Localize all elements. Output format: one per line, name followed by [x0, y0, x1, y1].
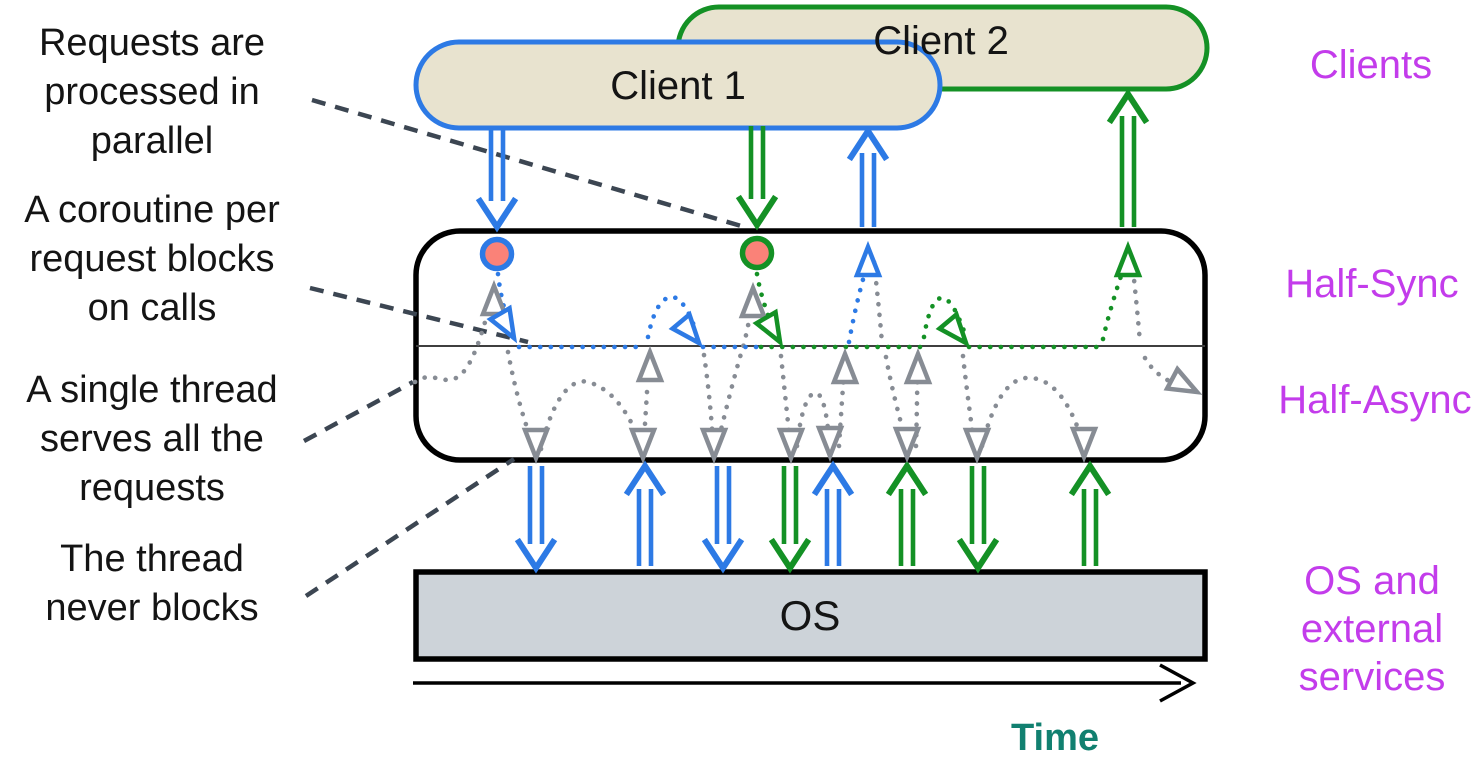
response-arrow-client1-up	[846, 125, 890, 227]
response-arrow-client2-up	[1106, 88, 1150, 227]
annotation-2-line-2: request blocks	[29, 238, 274, 280]
label-half-sync: Half-Sync	[1285, 262, 1458, 306]
pointer-line-parallel	[311, 97, 749, 231]
pointer-line-coroutine	[309, 285, 529, 345]
request-arrow-client2-down	[735, 126, 779, 231]
os-arrow-up-green-1	[885, 460, 929, 566]
os-arrow-up-blue-2	[811, 460, 855, 566]
annotation-1-line-3: parallel	[91, 120, 214, 162]
os-box	[413, 569, 1208, 662]
os-arrow-up-blue-1	[623, 460, 667, 566]
annotation-3-line-2: serves all the	[40, 418, 264, 460]
time-axis	[413, 663, 1197, 703]
os-arrow-down-green-1	[768, 466, 812, 574]
annotation-3-line-1: A single thread	[26, 369, 277, 411]
pointer-line-never-blocks	[304, 457, 516, 598]
client-1-box	[413, 39, 943, 131]
annotation-1-line-2: processed in	[44, 71, 259, 113]
label-os-line2: external	[1301, 607, 1443, 651]
label-os-line3: services	[1299, 655, 1446, 699]
label-clients: Clients	[1310, 43, 1432, 87]
client-request-arrows	[475, 88, 1150, 233]
request-token-client1	[479, 236, 515, 272]
client-1-label: Client 1	[610, 64, 746, 108]
annotation-3-line-3: requests	[79, 467, 225, 509]
os-arrow-down-green-2	[956, 466, 1000, 574]
annotation-1-line-1: Requests are	[39, 22, 265, 64]
label-os-line1: OS and	[1304, 559, 1440, 603]
annotation-texts: Requests are processed in parallel A cor…	[24, 22, 280, 629]
annotation-4-line-1: The thread	[60, 538, 244, 580]
time-label: Time	[1011, 717, 1099, 759]
label-half-async: Half-Async	[1278, 378, 1471, 422]
coroutine-1-dotted-path	[495, 271, 867, 350]
annotation-pointer-lines	[302, 97, 749, 598]
os-arrow-down-blue-1	[514, 466, 558, 574]
os-call-arrows	[514, 460, 1112, 574]
pointer-line-single-thread	[302, 380, 415, 443]
annotation-2-line-1: A coroutine per	[24, 189, 280, 231]
os-arrow-up-green-2	[1068, 460, 1112, 566]
request-token-client2	[739, 235, 775, 271]
annotation-2-line-3: on calls	[88, 287, 217, 329]
layer-labels: Clients Half-Sync Half-Async OS and exte…	[1278, 43, 1471, 699]
os-label: OS	[780, 592, 841, 639]
os-arrow-down-blue-2	[701, 466, 745, 574]
client-2-label: Client 2	[873, 19, 1009, 63]
annotation-4-line-2: never blocks	[45, 587, 258, 629]
request-arrow-client1-down	[475, 130, 519, 233]
